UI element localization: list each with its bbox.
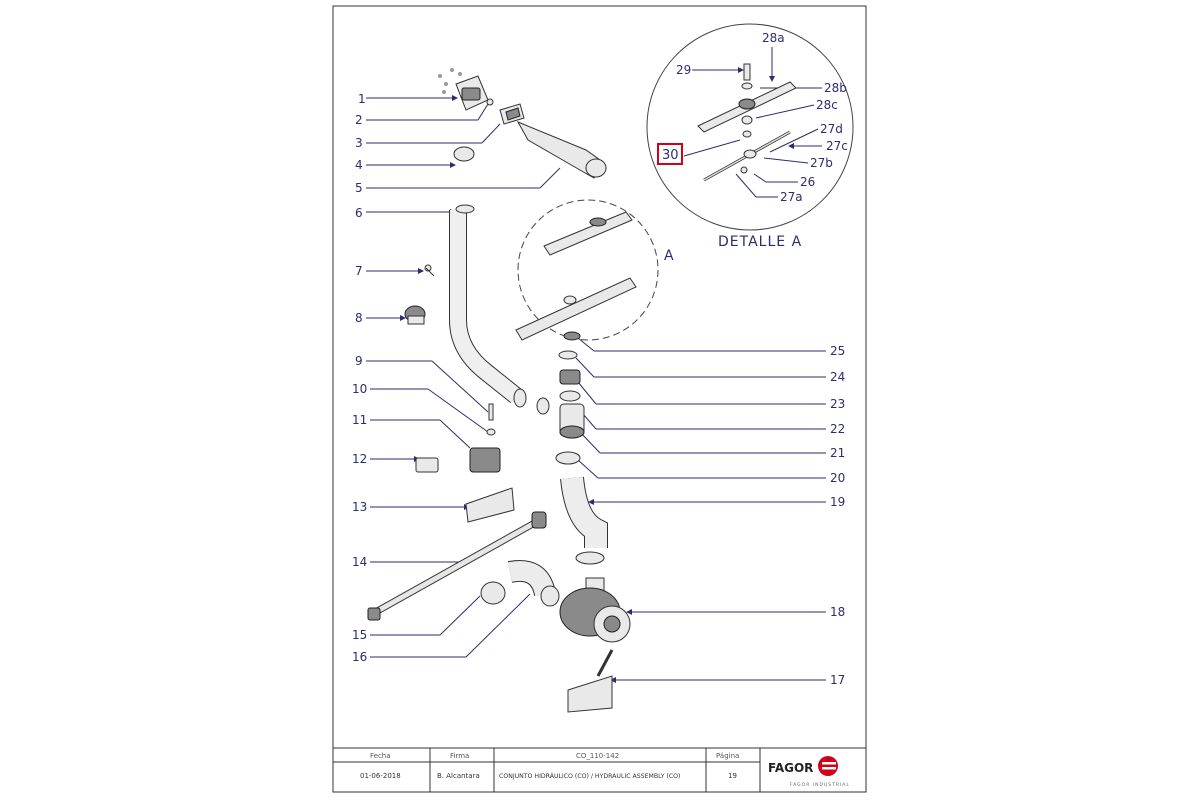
- callout-28a: 28a: [762, 31, 785, 45]
- callout-23: 23: [830, 397, 845, 411]
- callout-27c: 27c: [826, 139, 848, 153]
- callout-8: 8: [355, 311, 363, 325]
- callout-26: 26: [800, 175, 815, 189]
- callout-3: 3: [355, 136, 363, 150]
- sump-stack: [555, 331, 608, 565]
- fecha-header: Fecha: [370, 752, 391, 760]
- callout-24: 24: [830, 370, 845, 384]
- main-tube: [449, 204, 550, 415]
- callout-7: 7: [355, 264, 363, 278]
- firma-header: Firma: [450, 752, 469, 760]
- code-header: CO_110-142: [576, 752, 619, 760]
- callout-22: 22: [830, 422, 845, 436]
- left-callouts: 1 2 3 4 5 6 7 8 9 10 11 12 13 14 15 16: [352, 92, 561, 664]
- callout-30: 30: [662, 148, 679, 163]
- callout-5: 5: [355, 181, 363, 195]
- callout-18: 18: [830, 605, 845, 619]
- detail-a-marker: A: [664, 248, 675, 264]
- brand-logo-text: FAGOR: [768, 761, 813, 775]
- callout-9: 9: [355, 354, 363, 368]
- elbow-16-15: [480, 560, 560, 607]
- right-callouts: 25 24 23 22 21 20 19 18 17: [575, 337, 845, 687]
- bracket-17: [567, 649, 614, 713]
- callout-29: 29: [676, 63, 691, 77]
- detail-a-circle: DETALLE A 28a 29 28b 28c 27d 27c 27b 26 …: [646, 23, 854, 250]
- callout-27b: 27b: [810, 156, 833, 170]
- fecha-value: 01-06-2018: [360, 772, 401, 780]
- brand-subtitle: FAGOR INDUSTRIAL: [790, 782, 850, 788]
- callout-15: 15: [352, 628, 367, 642]
- upper-spray-assembly: [438, 68, 607, 179]
- callout-27a: 27a: [780, 190, 803, 204]
- callout-10: 10: [352, 382, 367, 396]
- detail-a-arm-circle: A: [515, 199, 675, 341]
- description-value: CONJUNTO HIDRÁULICO (CO) / HYDRAULIC ASS…: [499, 771, 680, 780]
- brand-logo-mark: [818, 756, 838, 776]
- callout-17: 17: [830, 673, 845, 687]
- pagina-value: 19: [728, 772, 737, 780]
- callout-1: 1: [358, 92, 366, 106]
- pump-18: [559, 577, 631, 643]
- callout-13: 13: [352, 500, 367, 514]
- detail-a-caption: DETALLE A: [718, 234, 802, 250]
- callout-20: 20: [830, 471, 845, 485]
- callout-4: 4: [355, 158, 363, 172]
- title-block: Fecha Firma CO_110-142 Página 01-06-2018…: [332, 747, 867, 793]
- callout-30-highlight-box: [657, 143, 683, 165]
- callout-28b: 28b: [824, 81, 847, 95]
- callout-6: 6: [355, 206, 363, 220]
- pagina-header: Página: [716, 752, 739, 760]
- callout-14: 14: [352, 555, 367, 569]
- callout-21: 21: [830, 446, 845, 460]
- callout-25: 25: [830, 344, 845, 358]
- callout-19: 19: [830, 495, 845, 509]
- firma-value: B. Alcantara: [437, 772, 480, 780]
- callout-2: 2: [355, 113, 363, 127]
- callout-28c: 28c: [816, 98, 838, 112]
- callout-12: 12: [352, 452, 367, 466]
- small-parts-left: [404, 264, 515, 523]
- callout-27d: 27d: [820, 122, 843, 136]
- hose-14: [367, 511, 547, 621]
- callout-16: 16: [352, 650, 367, 664]
- page-frame: [332, 5, 867, 793]
- callout-11: 11: [352, 413, 367, 427]
